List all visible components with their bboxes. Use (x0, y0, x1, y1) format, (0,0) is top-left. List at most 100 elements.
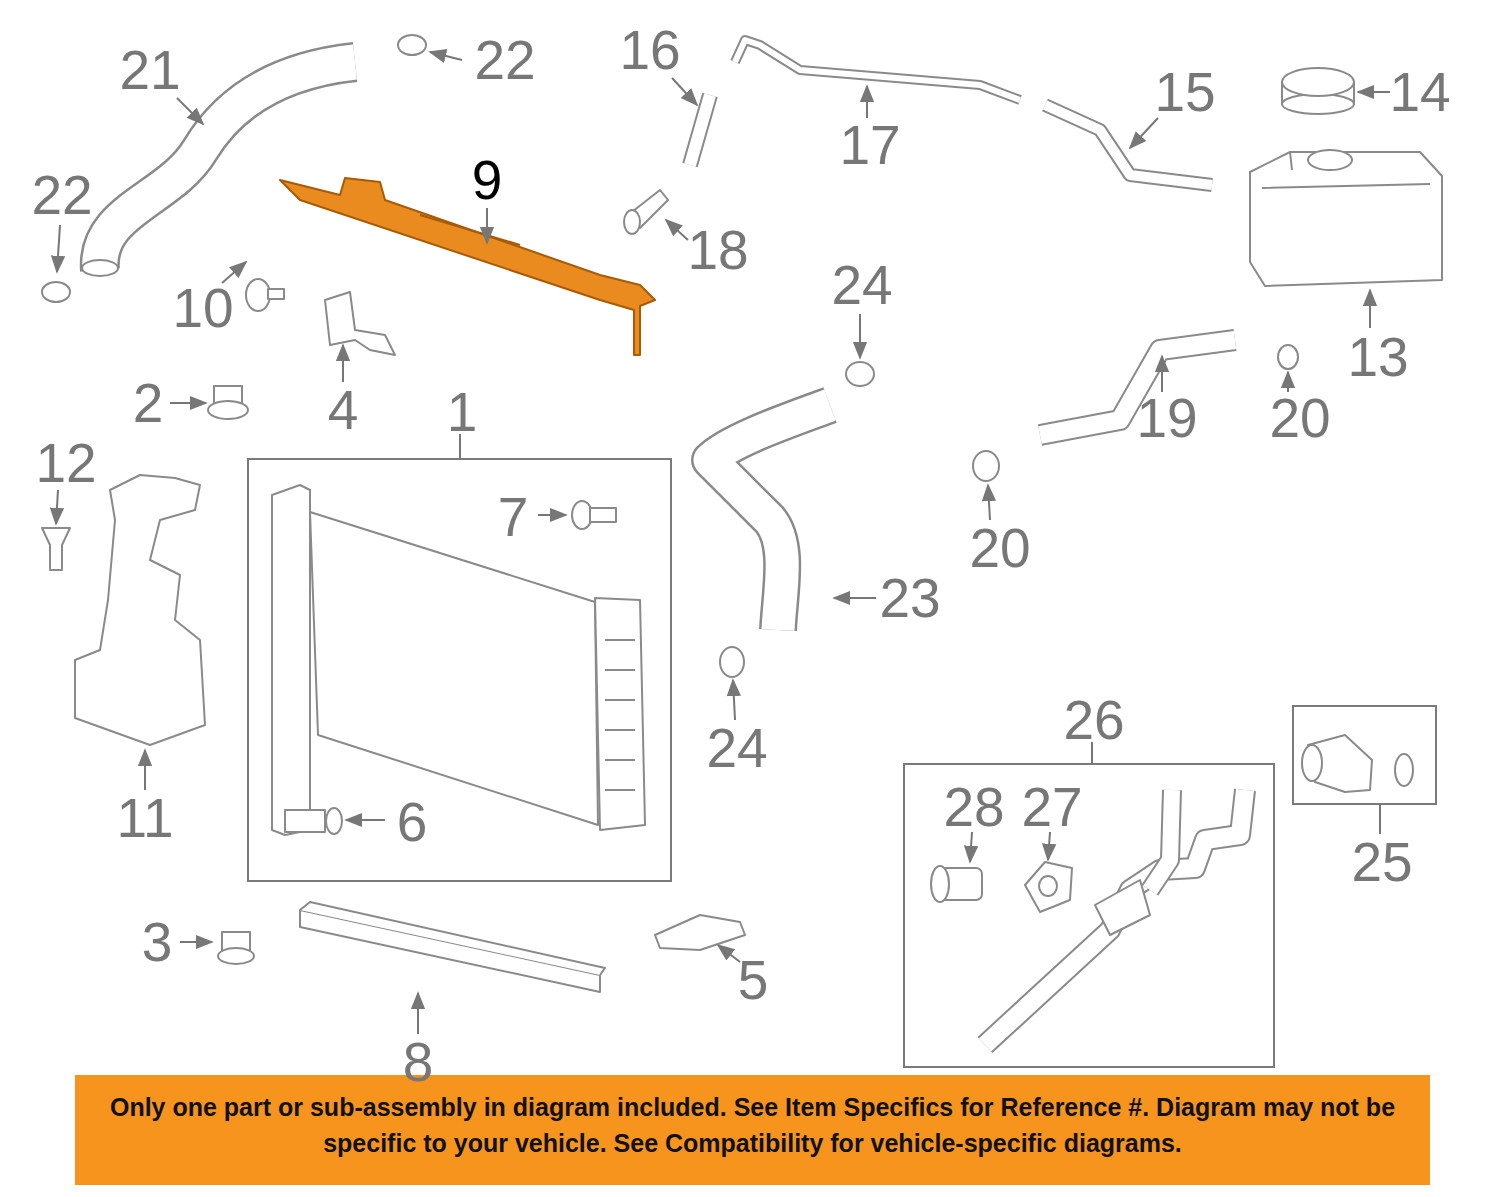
callout-number: 2 (133, 376, 164, 431)
leader-line (733, 680, 735, 720)
radiator-support-highlighted (280, 178, 655, 355)
callout-number: 4 (328, 383, 359, 438)
branch-pipe (1150, 790, 1172, 890)
bracket (325, 292, 395, 355)
reservoir (1250, 152, 1442, 286)
callout-number: 24 (831, 258, 892, 313)
push-pin (246, 279, 270, 311)
callout-number: 18 (687, 223, 748, 278)
hose-clamp (973, 451, 999, 481)
o-ring (1395, 754, 1413, 786)
callout-number: 20 (1269, 391, 1330, 446)
leader-line (672, 78, 697, 105)
push-pin-head (208, 401, 248, 419)
hose-clamp (42, 282, 70, 302)
leader-line (177, 98, 203, 124)
gasket (1025, 862, 1072, 912)
lower-hose (710, 405, 830, 630)
small-hose-fill (690, 95, 710, 165)
leader-line (859, 314, 861, 358)
drain-plug-head (326, 808, 342, 834)
small-hose (690, 95, 710, 165)
hose-clamp (1278, 345, 1298, 369)
leader-line (1287, 372, 1289, 392)
support-detail (420, 215, 520, 245)
callout-number: 5 (738, 953, 769, 1008)
radiator-tank (272, 485, 310, 835)
callout-number: 11 (116, 791, 173, 846)
elbow-end (1302, 745, 1322, 781)
callout-number: 22 (474, 33, 535, 88)
callout-number: 12 (35, 436, 96, 491)
callout-number: 23 (879, 571, 940, 626)
hose-clamp (398, 35, 426, 55)
leader-line (430, 52, 462, 60)
callout-number: 6 (397, 795, 428, 850)
leader-line (180, 941, 212, 943)
leader-line (538, 514, 566, 516)
seal-strip-top (300, 902, 605, 975)
bleed-pipe (735, 40, 1020, 100)
leader-line (417, 993, 419, 1034)
callout-number: 3 (142, 915, 173, 970)
lower-hose-fill (710, 405, 830, 630)
leader-line (1358, 91, 1390, 93)
gasket-hole (1039, 876, 1057, 896)
callout-number: 14 (1389, 65, 1450, 120)
leader-line (866, 86, 868, 118)
callout-number: 19 (1136, 391, 1197, 446)
branch-pipe-fill (1150, 790, 1172, 890)
leader-line (988, 485, 990, 520)
callout-number: 8 (403, 1035, 434, 1090)
callout-number: 20 (969, 521, 1030, 576)
hose-clamp (720, 647, 744, 677)
callout-number: 27 (1021, 780, 1082, 835)
callout-number: 21 (119, 43, 180, 98)
cap-top (1282, 68, 1354, 96)
air-deflector (75, 475, 205, 745)
push-pin-head (218, 948, 254, 964)
callout-number: 24 (706, 721, 767, 776)
tank-ribs (605, 640, 635, 790)
callout-number: 28 (943, 780, 1004, 835)
outlet-flange (1095, 880, 1150, 935)
callout-number: 7 (498, 490, 529, 545)
part-group-box: 262827 (903, 763, 1275, 1068)
leader-line (342, 345, 344, 382)
thermostat-seal-end (931, 866, 949, 902)
parts (42, 35, 1442, 1045)
callout-number: 1 (447, 385, 478, 440)
drain-plug (285, 810, 325, 832)
leader-line (970, 832, 972, 862)
leader-line (56, 490, 58, 524)
leader-line (1130, 118, 1158, 148)
bleed-pipe-fill (735, 40, 1020, 100)
callout-number: 16 (619, 23, 680, 78)
callout-number: 22 (31, 168, 92, 223)
callout-number: 9 (472, 153, 503, 208)
notice-banner: Only one part or sub-assembly in diagram… (75, 1075, 1430, 1185)
leader-line (57, 225, 60, 272)
notice-text: Only one part or sub-assembly in diagram… (95, 1089, 1410, 1162)
radiator-tank (595, 598, 645, 830)
hose-end (82, 260, 118, 276)
leader-line (666, 220, 688, 240)
callout-number: 15 (1154, 65, 1215, 120)
callout-number: 10 (172, 281, 233, 336)
fitting-end (624, 210, 640, 234)
leader-line (834, 597, 876, 599)
seal-strip (300, 910, 600, 992)
reservoir-neck (1308, 150, 1352, 170)
callout-number: 17 (839, 118, 900, 173)
part-group-box: 25 (1292, 705, 1437, 805)
part-group-box: 176 (247, 458, 672, 882)
leader-lines (56, 52, 1390, 1034)
leader-line (1379, 805, 1381, 834)
push-pin-shank (268, 289, 284, 299)
leader-line (1369, 290, 1371, 328)
leader-line (144, 750, 146, 790)
hose-clamp (846, 362, 874, 386)
